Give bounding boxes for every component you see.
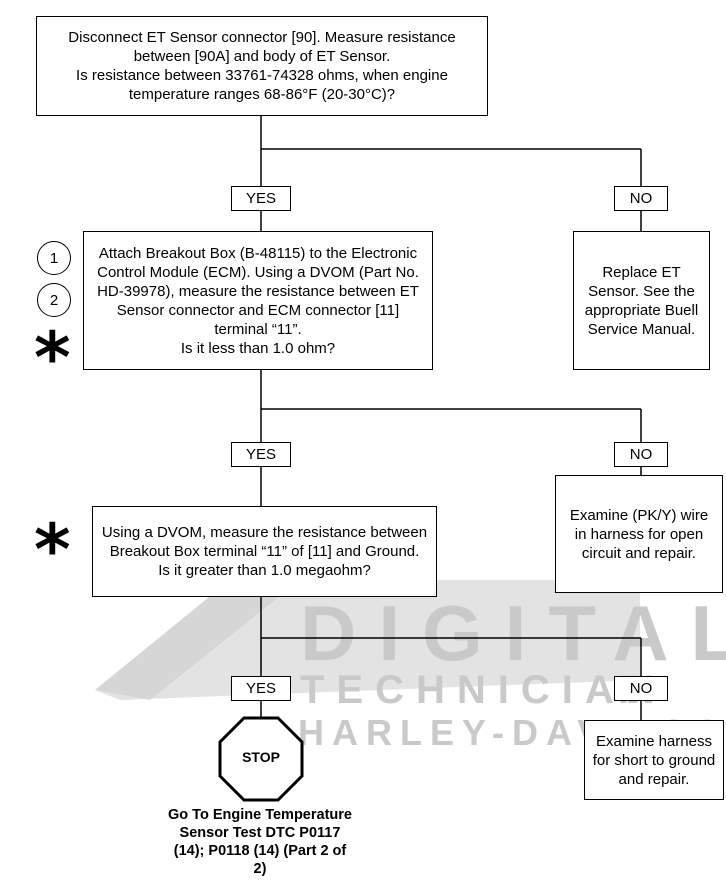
no-label-1: NO [614, 186, 668, 211]
reference-circle-1: 1 [37, 241, 71, 275]
no-label-3: NO [614, 676, 668, 701]
replace-sensor-box: Replace ET Sensor. See the appropriate B… [573, 231, 710, 370]
yes-label-3: YES [231, 676, 291, 701]
stop-sign [218, 716, 304, 802]
asterisk-icon: * [34, 317, 71, 399]
stop-label: STOP [242, 749, 280, 765]
no-label-2: NO [614, 442, 668, 467]
examine-wire-box: Examine (PK/Y) wire in harness for open … [555, 475, 723, 593]
step2-box: Attach Breakout Box (B-48115) to the Ele… [83, 231, 433, 370]
yes-label-2: YES [231, 442, 291, 467]
watermark-line1: DIGITAL [300, 589, 726, 677]
asterisk-icon: * [34, 509, 71, 591]
step1-box: Disconnect ET Sensor connector [90]. Mea… [36, 16, 488, 116]
result-text: Go To Engine Temperature Sensor Test DTC… [168, 807, 352, 877]
reference-circle-2: 2 [37, 283, 71, 317]
examine-harness-box: Examine harness for short to ground and … [584, 720, 724, 800]
yes-label-1: YES [231, 186, 291, 211]
watermark-line2: TECHNICIAN [300, 668, 667, 712]
step3-box: Using a DVOM, measure the resistance bet… [92, 506, 437, 597]
